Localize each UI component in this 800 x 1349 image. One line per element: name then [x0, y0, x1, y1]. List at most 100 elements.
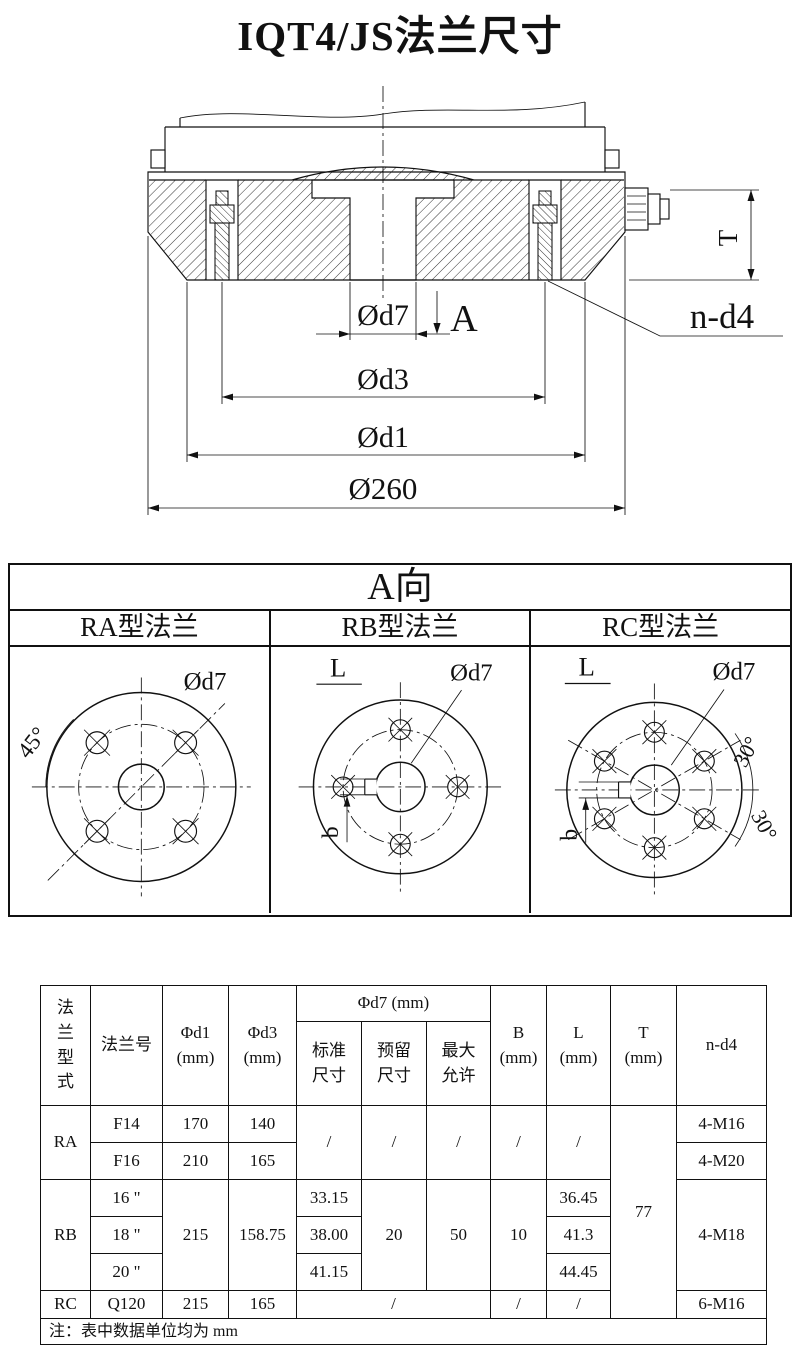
ra-d7-label: Ød7: [184, 668, 227, 695]
cell-rb-std2: 38.00: [296, 1216, 362, 1254]
th-d7-max: 最大 允许: [426, 1021, 491, 1106]
rb-outer-circle: [312, 699, 488, 875]
rc-d7-label: Ød7: [713, 659, 756, 686]
rc-outer-circle: [566, 701, 744, 879]
bolt-right: [532, 190, 558, 281]
dim-label-d7: Ød7: [357, 299, 409, 332]
page-title: IQT4/JS法兰尺寸: [237, 13, 563, 59]
rc-l-dim: L: [565, 652, 611, 685]
side-boss-left: [150, 149, 166, 169]
rc-b-label: b: [557, 829, 583, 841]
table-row: RC Q120 215 165 / / / 6-M16: [40, 1290, 767, 1319]
rc-angle-label-bottom: 30°: [747, 806, 783, 844]
rc-center-lines: [555, 683, 763, 899]
cell-rc-b: /: [490, 1290, 547, 1319]
cell-rb-d7-res: 20: [361, 1179, 427, 1291]
rb-l-dim: L: [316, 652, 362, 685]
ra-bolt-holes: [83, 729, 199, 845]
cell-ra-b: /: [490, 1105, 547, 1180]
cell-rc-label: RC: [40, 1290, 91, 1319]
cell-rc-d7: /: [296, 1290, 491, 1319]
dim-260: Ø260: [147, 236, 626, 515]
th-flange-no: 法兰号: [90, 985, 163, 1106]
side-connector: [624, 187, 670, 231]
th-l: L (mm): [546, 985, 611, 1106]
rb-bolt-holes: [330, 717, 470, 857]
table-note: 注：表中数据单位均为 mm: [40, 1317, 767, 1346]
table-note-row: 注：表中数据单位均为 mm: [40, 1317, 767, 1346]
cell-ra-d1-2: 210: [162, 1142, 229, 1180]
cell-rb-nd4: 4-M18: [676, 1179, 767, 1291]
cell-rb-std1: 33.15: [296, 1179, 362, 1217]
cell-t-value: 77: [610, 1105, 677, 1319]
rb-d7-dim: Ød7: [410, 659, 493, 764]
header-rb-flange: RB型法兰: [271, 611, 532, 645]
cell-rb-l2: 41.3: [546, 1216, 611, 1254]
ra-flange-drawing: 45° Ød7: [12, 668, 251, 897]
cell-ra-no1: F14: [90, 1105, 163, 1143]
center-bore-cavity: [311, 179, 455, 281]
dim-label-t: T: [713, 229, 743, 246]
cell-rb-std3: 41.15: [296, 1253, 362, 1291]
cell-rb-d3: 158.75: [228, 1179, 297, 1291]
rc-flange-drawing: 30° 30° b L Ød7: [555, 652, 783, 899]
ra-angle-label: 45°: [12, 722, 51, 763]
rc-l-label: L: [579, 652, 595, 682]
cell-ra-nd4-1: 4-M16: [676, 1105, 767, 1143]
th-d1: Φd1 (mm): [162, 985, 229, 1106]
rb-l-label: L: [330, 652, 346, 682]
ra-angle-dim: 45°: [12, 719, 74, 787]
dim-d1: Ød1: [186, 282, 586, 462]
header-ra-flange: RA型法兰: [10, 611, 271, 645]
view-a-label: A: [450, 298, 478, 340]
cell-ra-d7-max: /: [426, 1105, 491, 1180]
ra-flange-cell: 45° Ød7: [10, 647, 271, 913]
header-rc-flange: RC型法兰: [602, 612, 720, 642]
ra-outer-circle: [46, 691, 237, 883]
cell-rc-d3: 165: [228, 1290, 297, 1319]
a-view-title: A向: [10, 565, 790, 611]
rc-flange-cell: 30° 30° b L Ød7: [531, 647, 790, 913]
rc-keyway: [618, 781, 631, 799]
rb-keyway: [363, 778, 377, 796]
cell-ra-d3-1: 140: [228, 1105, 297, 1143]
th-nd4: n-d4: [676, 985, 767, 1106]
side-boss-right: [604, 149, 620, 169]
dim-label-260: Ø260: [349, 471, 418, 506]
dim-label-d3: Ød3: [357, 363, 409, 396]
cell-rb-l3: 44.45: [546, 1253, 611, 1291]
cell-ra-d7-std: /: [296, 1105, 362, 1180]
cell-ra-d7-res: /: [361, 1105, 427, 1180]
th-flange-type: 法 兰 型 式: [40, 985, 91, 1106]
cell-rb-d7-max: 50: [426, 1179, 491, 1291]
cell-ra-d3-2: 165: [228, 1142, 297, 1180]
cell-rb-l1: 36.45: [546, 1179, 611, 1217]
cell-rb-label: RB: [40, 1179, 91, 1291]
cell-rb-no3: 20 ": [90, 1253, 163, 1291]
cell-rb-b: 10: [490, 1179, 547, 1291]
cell-ra-no2: F16: [90, 1142, 163, 1180]
rb-flange-drawing: b L Ød7: [298, 652, 504, 894]
table-row: RA F14 170 140 / / / / / 77 4-M16: [40, 1105, 767, 1319]
a-view-headers: RA型法兰 RB型法兰 RC型法兰: [10, 611, 790, 647]
table-row: RB 16 " 215 158.75 33.15 20 50 10 36.45 …: [40, 1179, 767, 1291]
dim-label-d1: Ød1: [357, 421, 409, 454]
bolt-left: [209, 190, 235, 281]
mounting-flange-section: [147, 166, 626, 281]
ra-center-lines: [31, 677, 251, 897]
dim-d3: Ød3: [221, 282, 546, 404]
rb-b-label: b: [318, 826, 344, 838]
section-view-drawing: Ød7 A n-d4 Ød3 Ød1 Ø260 T: [147, 86, 783, 515]
actuator-body: [150, 101, 620, 172]
th-d7-reserved: 预留 尺寸: [361, 1021, 427, 1106]
a-view-panel: A向 RA型法兰 RB型法兰 RC型法兰: [8, 563, 792, 917]
dim-nd4: n-d4: [547, 280, 783, 337]
cell-rb-d1: 215: [162, 1179, 229, 1291]
flange-dimension-table-wrap: 法 兰 型 式 法兰号 Φd1 (mm) Φd3 (mm) Φd7 (mm) B…: [40, 985, 767, 1346]
rb-flange-cell: b L Ød7: [271, 647, 532, 913]
rb-center-lines: [298, 682, 504, 894]
rb-d7-label: Ød7: [450, 659, 493, 686]
cell-ra-nd4-2: 4-M20: [676, 1142, 767, 1180]
rc-bolt-holes: [592, 720, 717, 860]
